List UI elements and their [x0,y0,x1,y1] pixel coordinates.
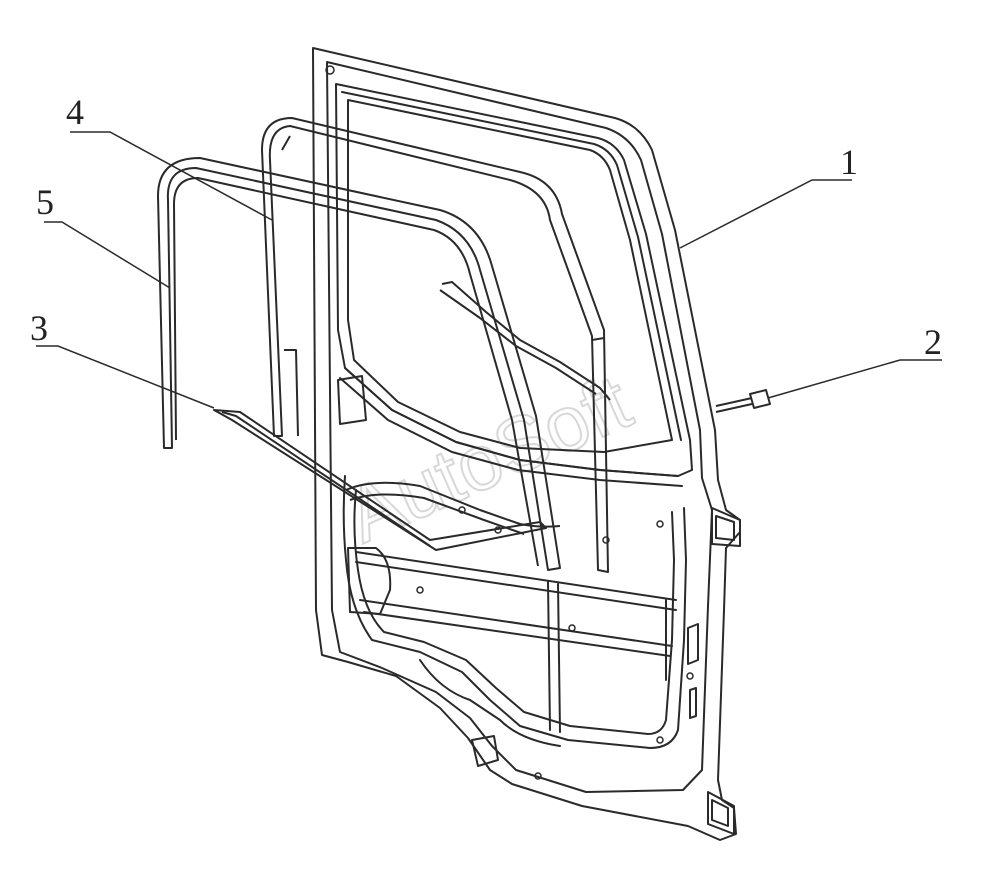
callout-4: 4 [66,92,84,132]
regulator-arm-2 [349,493,525,535]
leader-3 [36,345,215,409]
connector-wire [715,397,753,413]
inner-window-seal [261,117,609,573]
callout-labels: 1 2 3 4 5 [30,92,942,362]
leader-5 [44,221,171,289]
callout-5: 5 [36,182,54,222]
belt-line-outer [339,377,683,487]
door-shell [312,47,741,841]
window-frame-inner [347,99,673,453]
latch-plate [471,735,499,767]
window-frame-third [341,91,682,441]
mount-hole [656,736,664,744]
mount-hole [325,65,335,75]
lock-slot [687,623,699,719]
wiring-connector [715,389,771,413]
mount-hole [656,520,664,528]
inner-panel-opening [342,475,687,749]
callout-1: 1 [840,142,858,182]
speaker-mount [347,547,392,615]
callout-3: 3 [30,308,48,348]
connector-plug [749,389,771,409]
belt-line-inner [344,367,679,477]
hinge-lower [707,791,735,835]
rail-upper [441,281,611,401]
mount-hole [568,624,576,632]
callout-2: 2 [924,322,942,362]
mount-hole [416,586,424,594]
reinforcement-bar-bottom [359,599,673,657]
rail-upper-2 [439,289,597,395]
hinge-upper [711,507,741,547]
outer-window-seal [157,157,561,571]
reinforcement-bar-top [355,551,677,611]
leader-lines [36,131,942,409]
outer-seal-inner [173,177,539,567]
inner-seal-outer [261,117,609,573]
mount-hole [602,536,610,544]
leader-2 [767,359,942,399]
regulator-arm [345,481,561,528]
mount-hole [686,672,694,680]
mount-hole [534,772,542,780]
leader-4 [70,131,273,221]
reinforcement-bar-end [547,581,667,733]
rail-strip-inner [221,411,431,547]
lower-contour [419,659,561,747]
leader-1 [679,179,852,249]
rail-strip [213,409,547,551]
inner-seal-inner [281,135,605,437]
inner-panel-opening-2 [353,489,675,735]
outer-seal-outer [157,157,561,571]
door-inner-outline [326,61,713,793]
